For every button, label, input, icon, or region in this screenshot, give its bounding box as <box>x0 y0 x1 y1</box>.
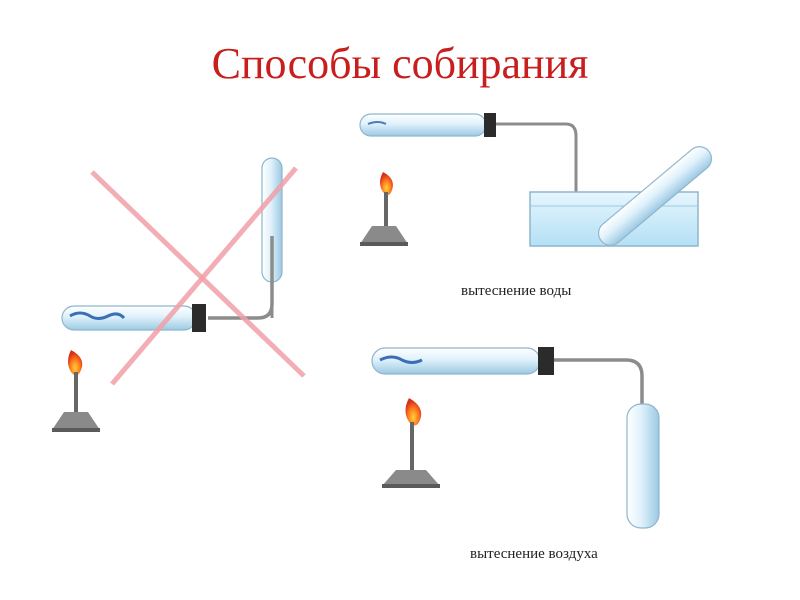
gas-outlet-tube <box>554 358 644 510</box>
collecting-tube-upright <box>626 403 660 529</box>
air-displacement-setup <box>371 347 660 529</box>
heated-test-tube <box>371 347 541 375</box>
spirit-burner-icon <box>360 172 408 246</box>
gas-outlet-tube <box>208 236 274 320</box>
collecting-tube-inverted <box>597 146 713 246</box>
spirit-burner-icon <box>382 398 440 488</box>
slide-title: Способы собирания <box>211 39 589 88</box>
incorrect-setup <box>52 157 306 432</box>
heated-test-tube <box>359 113 487 137</box>
caption-air-displacement: вытеснение воздуха <box>470 546 598 562</box>
spirit-burner-icon <box>52 350 100 432</box>
stopper <box>484 113 496 137</box>
caption-water-displacement: вытеснение воды <box>461 283 572 299</box>
cross-out-mark <box>90 166 306 386</box>
stopper <box>192 304 206 332</box>
stopper <box>538 347 554 375</box>
water-displacement-setup <box>359 113 713 247</box>
